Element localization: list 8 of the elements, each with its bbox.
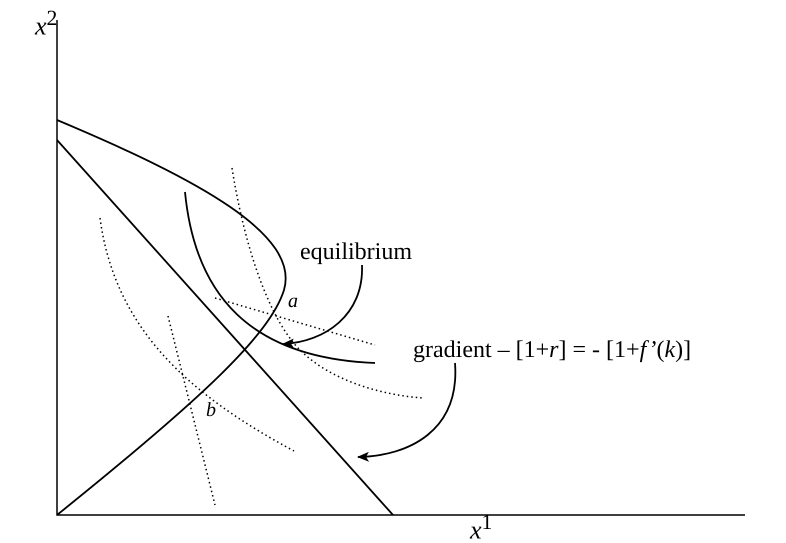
annotation-text: equilibrium [300,240,412,264]
annotation-text: gradient – [1+r] = - [1+f’(k)] [413,338,692,362]
leader-arrow [282,264,363,348]
point-label: b [206,400,216,420]
point-label: a [288,291,298,311]
axis-label: x$^{1}$ [470,512,492,543]
leader-arrow [357,363,456,462]
axis-label: x$^{2}$ [35,8,58,40]
